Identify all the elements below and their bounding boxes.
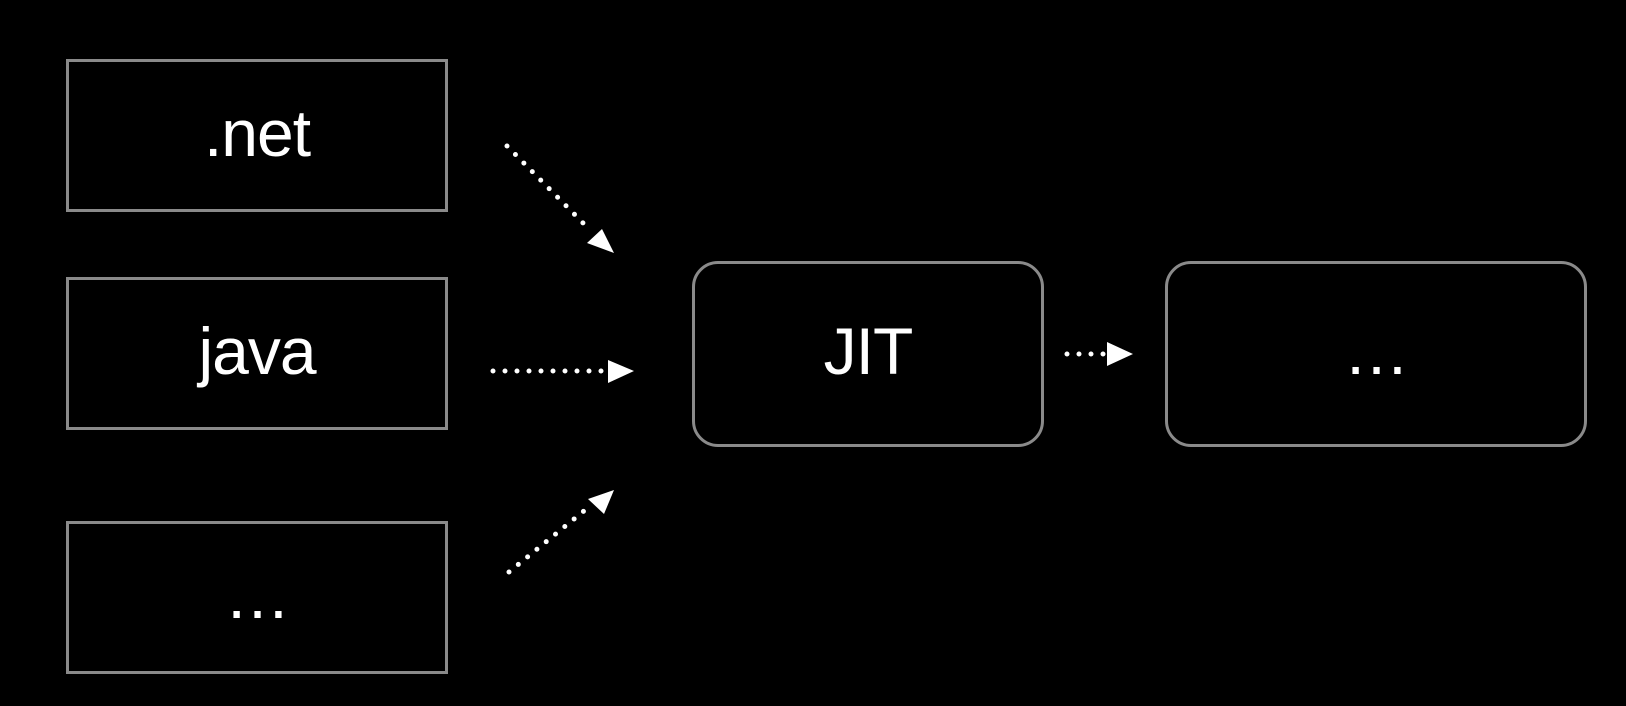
source-label-java: java (198, 313, 316, 388)
jit-label: JIT (823, 314, 914, 388)
arrow-jit-to-target (1064, 342, 1133, 366)
target-label: … (1343, 314, 1410, 388)
source-box-net: .net (66, 59, 448, 212)
source-box-java: java (66, 277, 448, 430)
target-box: … (1165, 261, 1587, 447)
source-label-more: … (224, 557, 291, 632)
arrow-net-to-jit (504, 143, 614, 253)
arrow-java-to-jit (490, 360, 634, 383)
source-box-more: … (66, 521, 448, 674)
source-label-net: .net (203, 95, 311, 170)
arrow-more-to-jit (506, 490, 614, 575)
jit-box: JIT (692, 261, 1044, 447)
